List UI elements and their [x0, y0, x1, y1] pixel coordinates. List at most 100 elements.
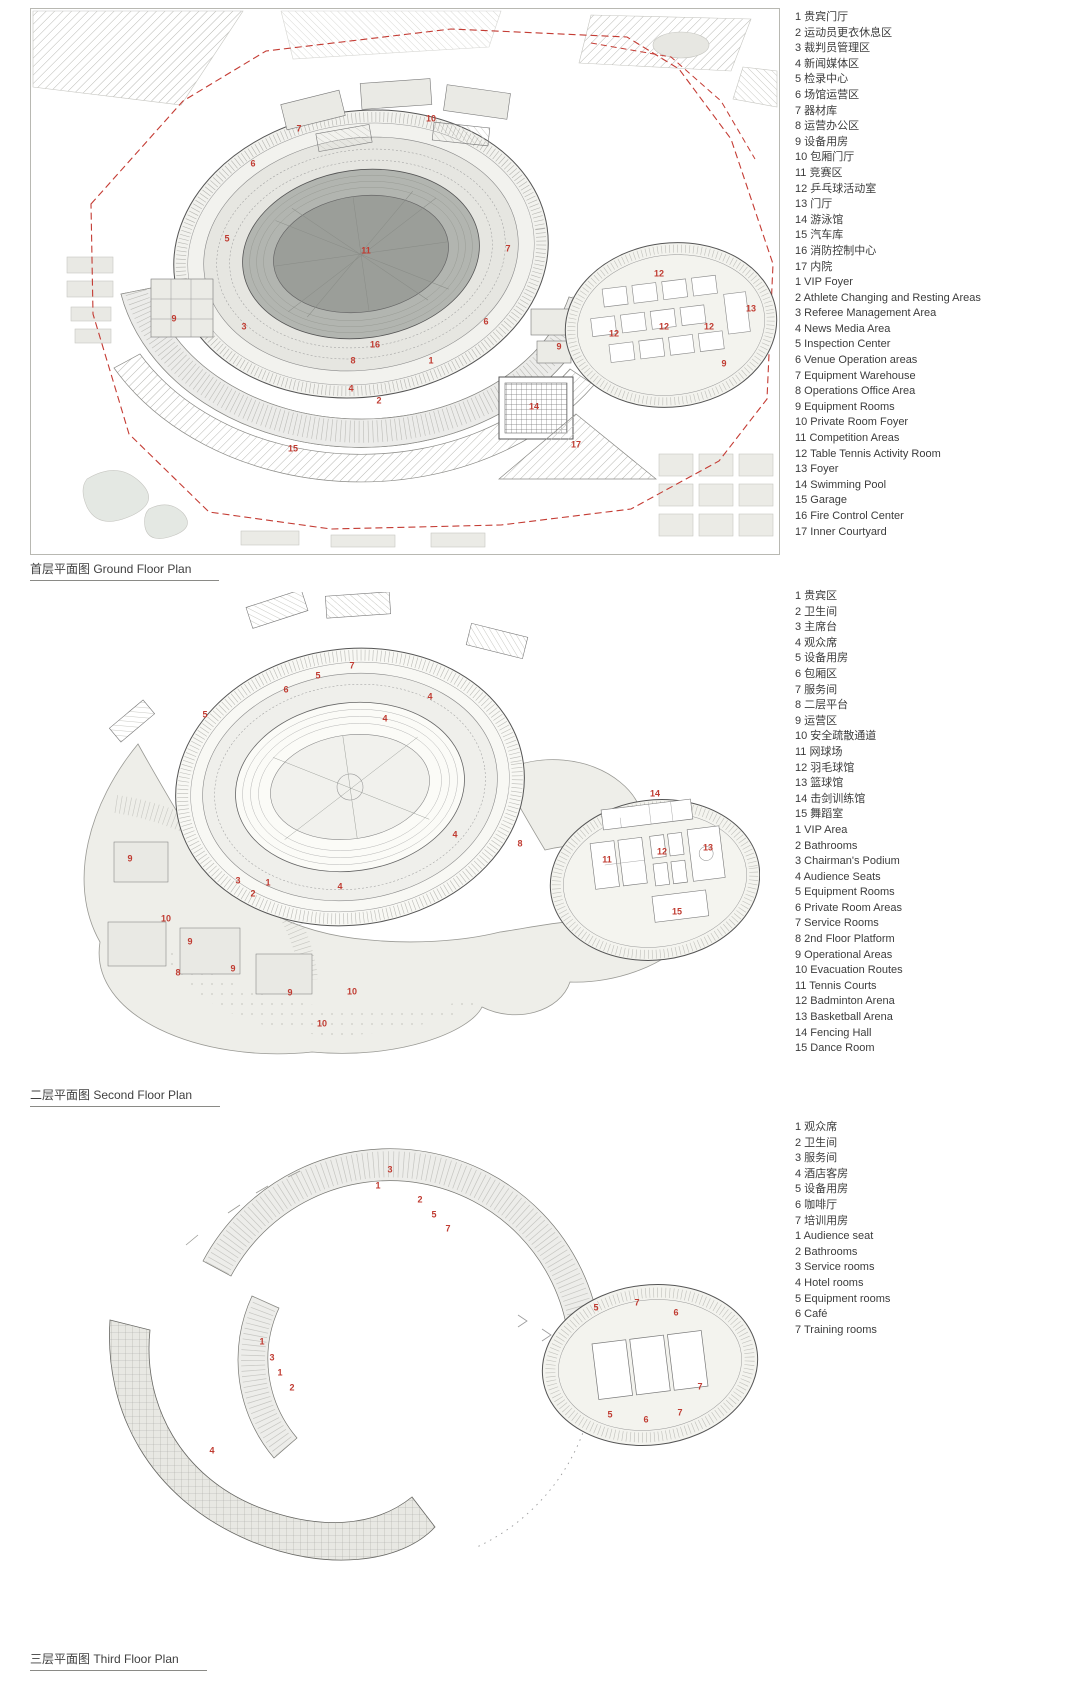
plan-number-label: 7 [634, 1297, 640, 1308]
plan-number-label: 10 [425, 113, 437, 124]
plan-number-label: 10 [316, 1018, 328, 1029]
plan-number-label: 16 [369, 339, 381, 350]
plan-number-label: 1 [375, 1180, 381, 1191]
legend-item: 11 竞赛区 [795, 166, 843, 179]
ground-floor-caption: 首层平面图 Ground Floor Plan [30, 560, 220, 581]
badminton-court [652, 862, 670, 887]
plan-number-label: 15 [287, 443, 299, 454]
legend-item: 15 Garage [795, 494, 847, 507]
plan-number-label: 10 [346, 986, 358, 997]
plan-number-label: 3 [269, 1352, 275, 1363]
plan-number-label: 6 [283, 684, 289, 695]
legend-item: 11 Tennis Courts [795, 979, 877, 992]
hotel-arc [109, 1319, 436, 1561]
legend-item: 6 Café [795, 1308, 828, 1321]
third-floor-caption-text: 三层平面图 Third Floor Plan [30, 1650, 207, 1671]
plan-number-label: 11 [361, 245, 371, 256]
legend-item: 10 Private Room Foyer [795, 416, 909, 429]
legend-item: 2 Bathrooms [795, 839, 858, 852]
plan-number-label: 9 [230, 963, 236, 974]
plan-number-label: 17 [570, 439, 582, 450]
plan-number-label: 11 [602, 854, 612, 865]
plan-number-label: 12 [658, 321, 670, 332]
legend-item: 5 Equipment rooms [795, 1292, 891, 1305]
plan-number-label: 12 [608, 328, 620, 339]
plan-number-label: 8 [350, 355, 356, 366]
swimming-pool-building [498, 376, 574, 440]
legend-item: 13 Basketball Arena [795, 1011, 893, 1024]
sports-hall [541, 1284, 759, 1446]
plan-number-label: 14 [528, 401, 540, 412]
legend-item: 5 设备用房 [795, 652, 849, 665]
plan-number-label: 10 [160, 913, 172, 924]
plan-number-label: 9 [171, 313, 177, 324]
legend-item: 9 Operational Areas [795, 948, 893, 961]
stadium [175, 647, 525, 927]
sports-hall [564, 242, 778, 408]
plan-number-label: 7 [697, 1381, 703, 1392]
third-floor-plan-drawing [109, 1148, 759, 1561]
legend-item: 2 Bathrooms [795, 1245, 858, 1258]
legend-item: 8 Operations Office Area [795, 385, 916, 398]
legend-item: 7 培训用房 [795, 1214, 849, 1227]
north-wing-blocks [280, 78, 511, 152]
legend-item: 10 Evacuation Routes [795, 964, 903, 977]
legend-item: 17 Inner Courtyard [795, 525, 887, 538]
plan-number-label: 5 [593, 1302, 599, 1313]
legend-item: 13 门厅 [795, 198, 833, 211]
plan-number-label: 7 [445, 1223, 451, 1234]
plan-number-label: 12 [653, 268, 665, 279]
second-floor-plan-drawing [83, 592, 760, 1055]
plan-number-label: 4 [382, 713, 388, 724]
legend-item: 3 服务间 [795, 1152, 838, 1165]
legend-item: 13 Foyer [795, 463, 839, 476]
legend-item: 14 游泳馆 [795, 213, 844, 226]
legend-item: 4 Audience Seats [795, 870, 881, 883]
sports-hall [549, 798, 760, 961]
legend-item: 2 卫生间 [795, 1136, 838, 1149]
legend-item: 16 Fire Control Center [795, 510, 904, 522]
legend-item: 14 击剑训练馆 [795, 792, 866, 805]
roof-wings [108, 592, 529, 743]
legend-item: 9 设备用房 [795, 135, 849, 148]
legend-item: 4 Hotel rooms [795, 1276, 864, 1289]
ground-floor-plan-drawing [32, 10, 778, 548]
legend-item: 6 场馆运营区 [795, 88, 860, 101]
plan-number-label: 6 [643, 1414, 649, 1425]
plan-number-label: 8 [517, 838, 523, 849]
legend-item: 8 运营办公区 [795, 120, 860, 133]
legend-item: 6 Private Room Areas [795, 901, 902, 914]
field-construction-lines [273, 735, 430, 840]
legend-item: 4 新闻媒体区 [795, 57, 860, 70]
legend-item: 7 服务间 [795, 683, 838, 696]
legend-item: 15 舞蹈室 [795, 808, 844, 821]
legend-item: 7 Training rooms [795, 1323, 877, 1336]
legend-item: 1 贵宾门厅 [795, 11, 849, 23]
west-wing-block [150, 278, 214, 338]
legend-item: 2 运动员更衣休息区 [795, 26, 893, 39]
legend-item: 7 Equipment Warehouse [795, 369, 916, 382]
legend-item: 3 Service rooms [795, 1261, 875, 1274]
plan-number-label: 3 [387, 1164, 393, 1175]
plan-number-label: 2 [250, 888, 256, 899]
legend-item: 12 羽毛球馆 [795, 761, 855, 774]
legend-item: 1 观众席 [795, 1121, 838, 1133]
legend-item: 5 Inspection Center [795, 338, 891, 351]
legend-item: 4 酒店客房 [795, 1167, 849, 1180]
legend-item: 6 咖啡厅 [795, 1198, 838, 1211]
stadium [173, 109, 549, 399]
roof-tick-marks [185, 1170, 301, 1246]
plan-number-label: 13 [702, 842, 714, 853]
lower-crescent [237, 1295, 298, 1459]
plan-number-label: 3 [241, 321, 247, 332]
legend-item: 8 二层平台 [795, 699, 849, 712]
legend-item: 5 Equipment Rooms [795, 886, 895, 899]
badminton-court [667, 832, 685, 857]
plan-number-label: 7 [296, 123, 302, 134]
legend-item: 3 主席台 [795, 621, 838, 634]
